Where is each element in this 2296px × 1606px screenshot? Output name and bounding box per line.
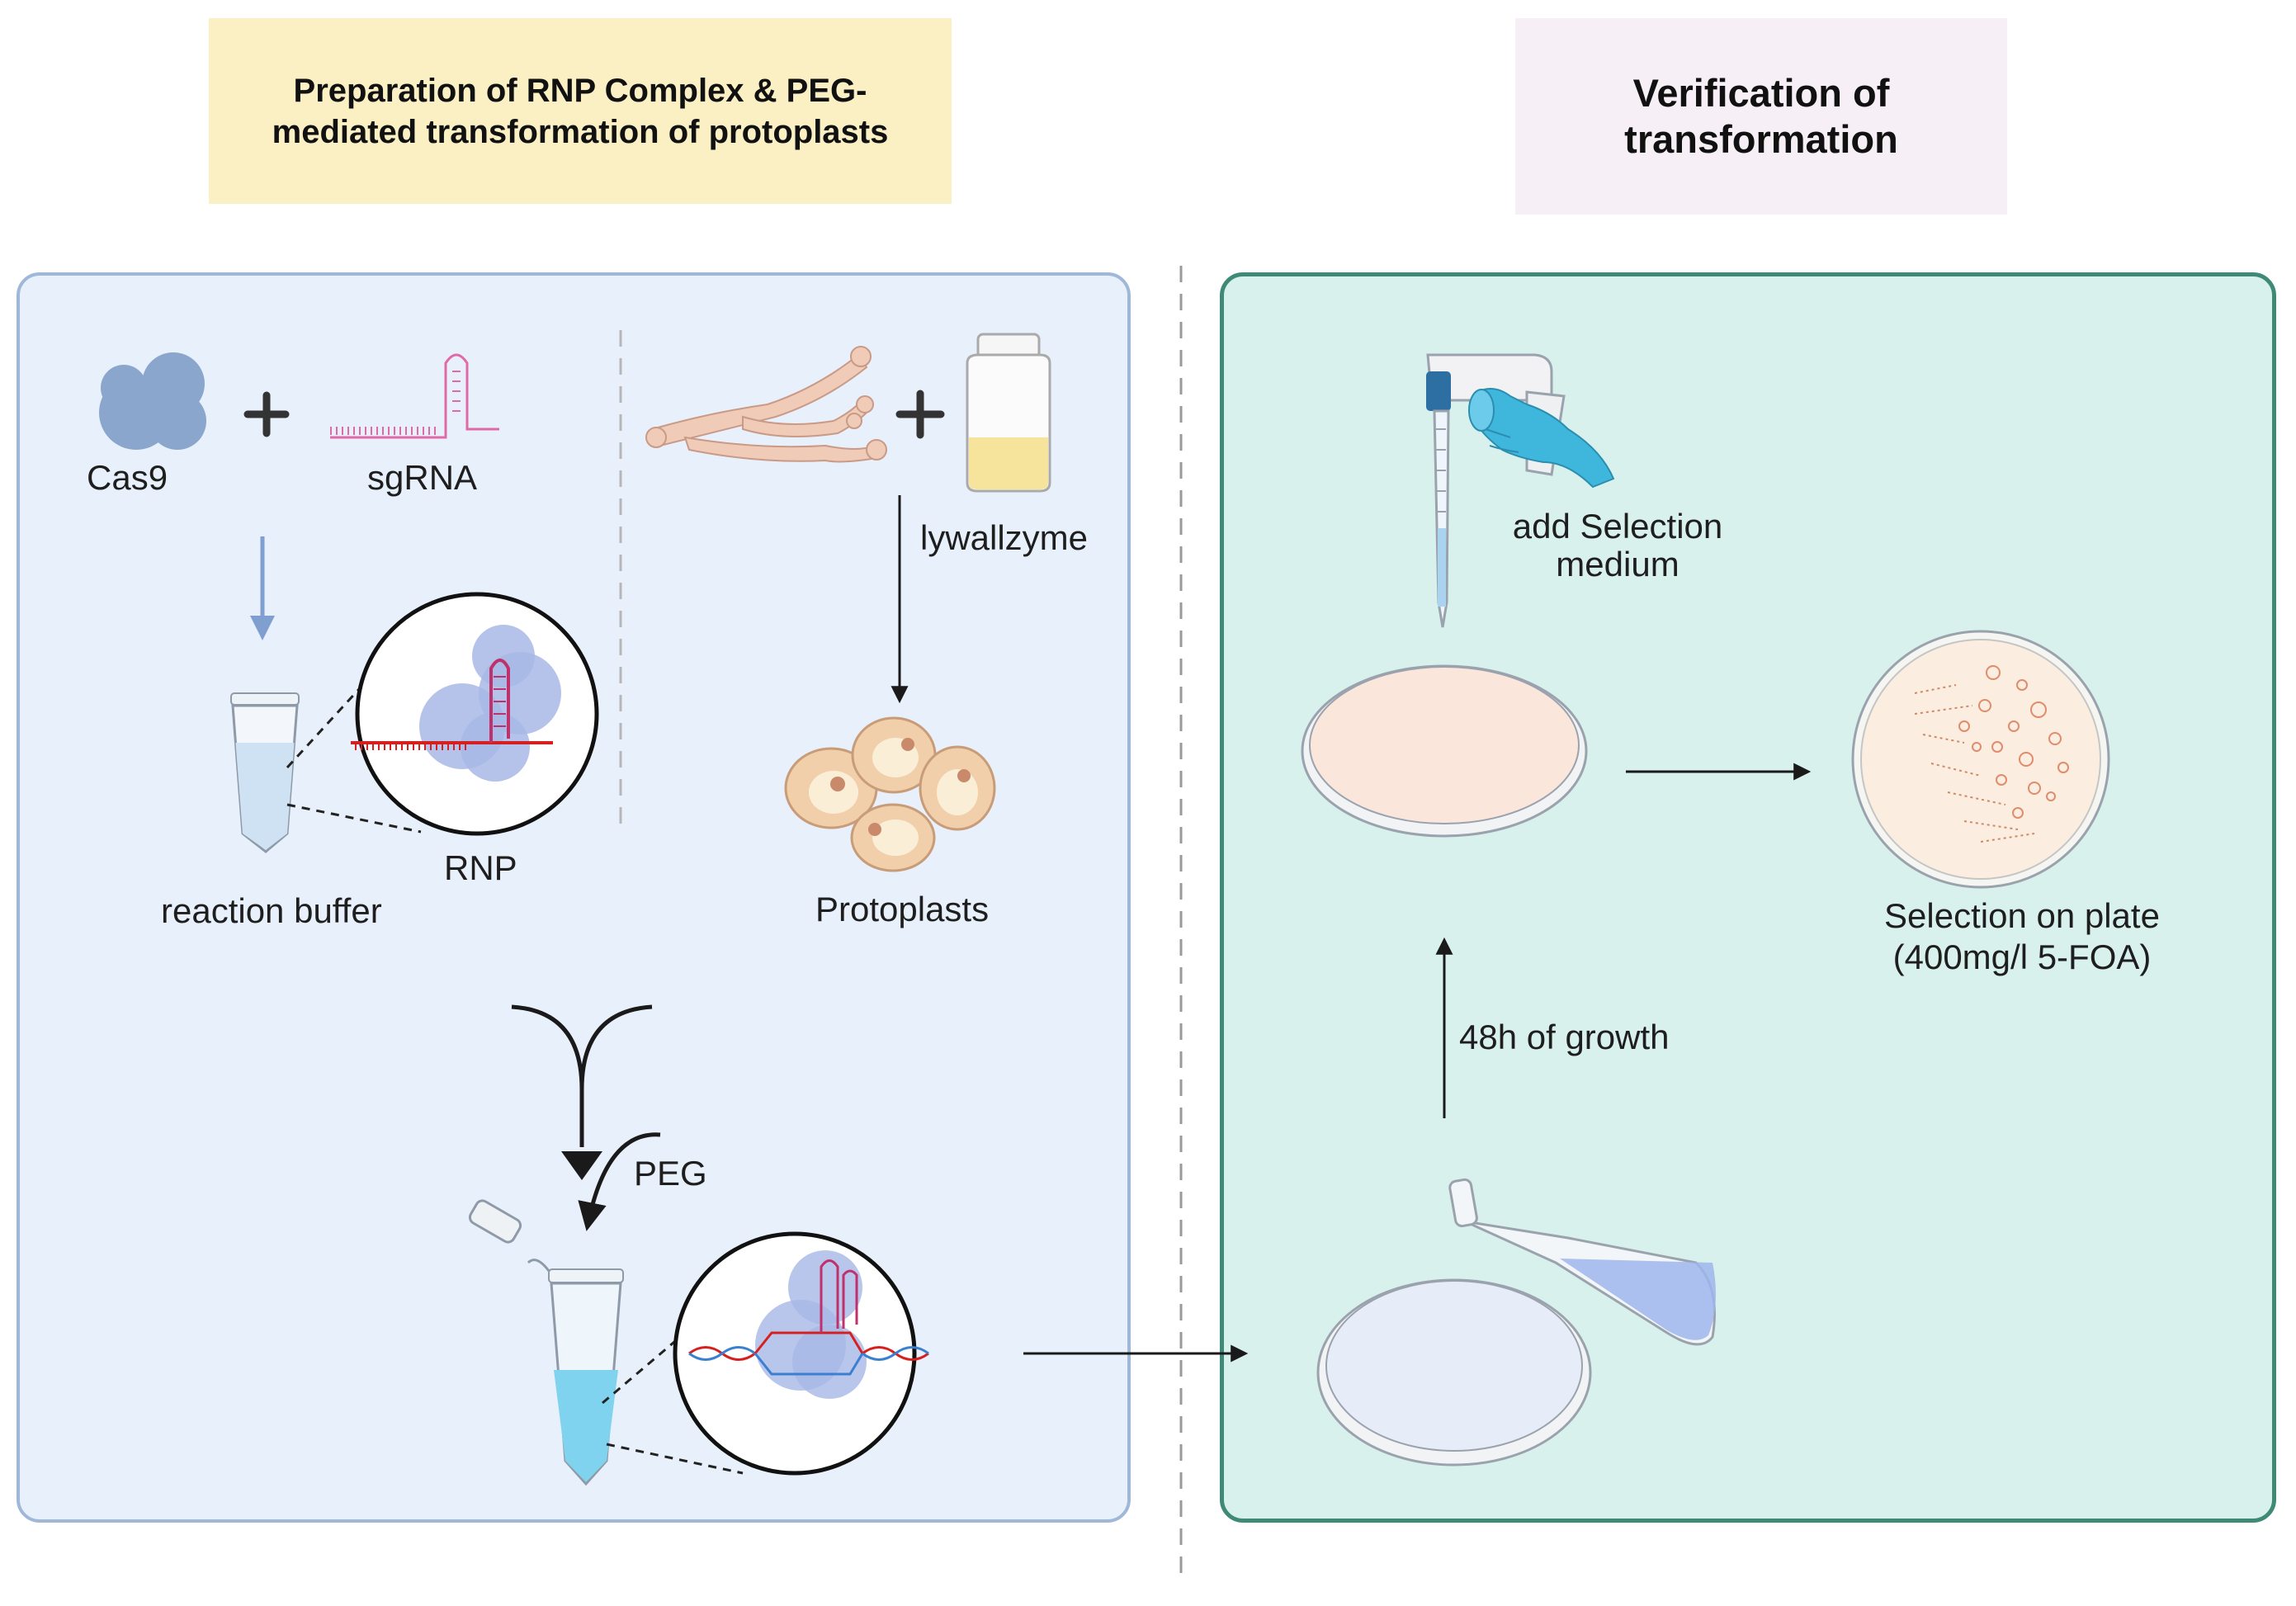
- merge-arrow-head: [561, 1151, 602, 1180]
- peg-arrow: [578, 1132, 661, 1231]
- rnp-zoom-icon: [351, 592, 599, 836]
- dna-edit-zoom-icon: [673, 1231, 929, 1476]
- reaction-buffer-label: reaction buffer: [161, 891, 382, 930]
- sgrna-icon: [330, 353, 499, 439]
- colony-plate-icon: [1851, 630, 2110, 889]
- selection-line2: (400mg/l 5-FOA): [1892, 938, 2152, 976]
- lywallzyme-bottle-icon: [966, 333, 1051, 493]
- right-header-line2: transformation: [1624, 117, 1898, 161]
- protoplasts-label: Protoplasts: [815, 890, 990, 928]
- cas9-protein-icon: [99, 352, 206, 450]
- mycelium-icon: [645, 346, 887, 463]
- flask-icon: [1448, 1178, 1716, 1346]
- add-selection-line1: add Selection: [1512, 507, 1723, 546]
- gloved-hand-icon: [1468, 388, 1615, 489]
- peg-tube-icon: [468, 1199, 624, 1486]
- plus-icon-2: [895, 390, 945, 439]
- cas9-label: Cas9: [87, 458, 168, 497]
- left-section-header: Preparation of RNP Complex & PEG- mediat…: [209, 18, 952, 204]
- peg-label: PEG: [634, 1154, 707, 1193]
- selection-line1: Selection on plate: [1884, 896, 2160, 935]
- left-header-line2: mediated transformation of protoplasts: [272, 113, 889, 150]
- rnp-label: RNP: [444, 848, 517, 887]
- right-section-header: Verification of transformation: [1515, 18, 2007, 215]
- protoplast-cells-icon: [784, 716, 996, 872]
- plus-icon-1: [243, 391, 290, 437]
- right-header-line1: Verification of: [1632, 71, 1890, 115]
- growth-label: 48h of growth: [1459, 1018, 1670, 1056]
- sgrna-label: sgRNA: [367, 458, 478, 497]
- medium-dish-icon: [1301, 664, 1588, 838]
- lywallzyme-label: lywallzyme: [920, 518, 1089, 557]
- merge-funnel-icon: [511, 1004, 653, 1147]
- left-header-line1: Preparation of RNP Complex & PEG-: [293, 72, 867, 109]
- empty-dish-icon: [1316, 1278, 1592, 1467]
- selection-plate-label: Selection on plate (400mg/l 5-FOA): [1861, 895, 2183, 978]
- add-selection-label: add Selection medium: [1502, 508, 1733, 583]
- add-selection-line2: medium: [1556, 545, 1679, 583]
- tube-icon: [230, 692, 300, 853]
